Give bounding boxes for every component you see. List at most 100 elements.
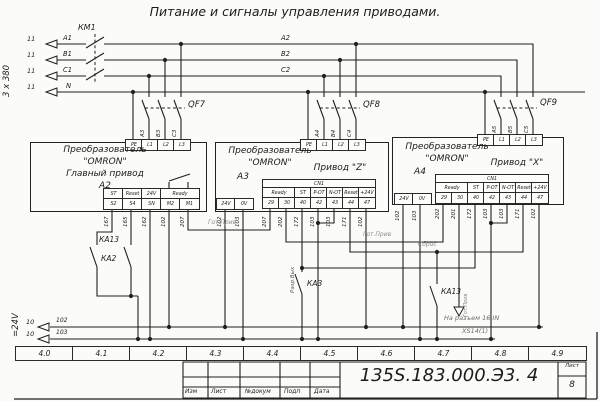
a2-top-terminals-cell: L3 bbox=[173, 139, 191, 151]
wire-172a: 172 bbox=[294, 216, 300, 228]
wire-b3: В3 bbox=[156, 129, 162, 137]
wire-n: N bbox=[66, 82, 72, 90]
bus-ref-102: 10 bbox=[26, 318, 35, 326]
bus-wire-102: 102 bbox=[56, 317, 68, 324]
zone-4.2: 4.2 bbox=[129, 346, 188, 361]
zone-4.7: 4.7 bbox=[414, 346, 473, 361]
sheet-ref-b: 11 bbox=[27, 51, 36, 59]
wire-102e: 102 bbox=[531, 208, 537, 220]
wire-a2: А2 bbox=[281, 34, 290, 42]
wire-102a: 102 bbox=[161, 216, 167, 228]
a4-line2: "OMRON" bbox=[425, 154, 469, 164]
drawing-title: Питание и сигналы управления приводами. bbox=[149, 4, 441, 19]
zone-4.4: 4.4 bbox=[243, 346, 302, 361]
bus-voltage: =24V bbox=[11, 313, 21, 337]
a3-ref: А3 bbox=[237, 172, 249, 182]
converter-a2-box bbox=[30, 142, 207, 212]
a4-power-terminals-cell: 0V bbox=[412, 193, 432, 205]
a3-top-terminals-cell: L3 bbox=[348, 139, 366, 151]
wire-202a: 202 bbox=[278, 216, 284, 228]
wire-103c: 103 bbox=[310, 216, 316, 228]
bus-wire-103: 103 bbox=[56, 329, 68, 336]
tb-col-podp: Подп bbox=[284, 388, 301, 395]
tb-col-list: Лист bbox=[211, 388, 227, 395]
wire-b1: В1 bbox=[63, 50, 72, 58]
wire-c4: С4 bbox=[347, 129, 353, 137]
wire-167: 167 bbox=[104, 216, 110, 228]
wire-a4: А4 bbox=[315, 129, 321, 137]
sheet-ref-n: 11 bbox=[27, 83, 36, 91]
a2-line3: Главный привод bbox=[66, 169, 144, 179]
a3-line2: "OMRON" bbox=[248, 158, 292, 168]
zone-4.6: 4.6 bbox=[357, 346, 416, 361]
wire-a1: А1 bbox=[63, 34, 72, 42]
zone-4.9: 4.9 bbox=[528, 346, 587, 361]
wire-103e: 103 bbox=[412, 210, 418, 222]
a2-io-terminals-cell: S4 bbox=[122, 198, 143, 210]
a3-cn1-cell: 40 bbox=[294, 197, 312, 209]
wire-b4: В4 bbox=[331, 129, 337, 137]
tb-sheet-label: Лист bbox=[565, 363, 579, 369]
net-ready-2: Гот.Прив bbox=[363, 231, 392, 238]
a4-line1: Преобразователь bbox=[405, 142, 489, 152]
supply-system: 3 x 380 bbox=[2, 64, 12, 97]
wire-207a: 207 bbox=[180, 216, 186, 228]
wire-103g: 103 bbox=[499, 208, 505, 220]
wire-c5: С5 bbox=[524, 125, 530, 133]
a2-io-terminals-cell: M1 bbox=[179, 198, 200, 210]
bus-ref-103: 10 bbox=[26, 330, 35, 338]
a4-cn1-cell: 47 bbox=[531, 192, 549, 204]
wire-b2: В2 bbox=[281, 50, 290, 58]
wire-103f: 103 bbox=[483, 208, 489, 220]
a3-power-terminals-cell: 0V bbox=[234, 198, 254, 210]
wire-202b: 202 bbox=[435, 208, 441, 220]
wire-a5: А5 bbox=[492, 125, 498, 133]
zone-4.8: 4.8 bbox=[471, 346, 530, 361]
zone-4.1: 4.1 bbox=[72, 346, 131, 361]
breaker-qf9: QF9 bbox=[540, 98, 557, 108]
wire-201: 201 bbox=[451, 208, 457, 220]
connector-note: На разъем 16 IN bbox=[444, 314, 500, 322]
wire-b5: В5 bbox=[508, 125, 514, 133]
sheet-ref-c: 11 bbox=[27, 67, 36, 75]
zone-4.5: 4.5 bbox=[300, 346, 359, 361]
a2-io-terminals-cell: M2 bbox=[160, 198, 181, 210]
zone-4.0: 4.0 bbox=[15, 346, 74, 361]
a3-top-terminals-cell: L1 bbox=[316, 139, 334, 151]
breaker-qf8: QF8 bbox=[363, 100, 380, 110]
a3-power-terminals-cell: 24V bbox=[216, 198, 236, 210]
a3-line1: Преобразователь bbox=[228, 146, 312, 156]
wire-171b: 171 bbox=[515, 208, 521, 220]
relay-ka13-left: КА13 bbox=[99, 235, 119, 244]
a4-drive: Привод "X" bbox=[490, 158, 544, 168]
wire-162: 162 bbox=[142, 216, 148, 228]
wire-c3: С3 bbox=[172, 129, 178, 137]
tb-col-data: Дата bbox=[314, 388, 330, 395]
contactor-km1: КМ1 bbox=[78, 23, 96, 32]
a2-ref: А2 bbox=[99, 181, 111, 191]
relay-ka3: КА3 bbox=[307, 279, 323, 288]
tb-doc-number: 135S.183.000.Э3. 4 bbox=[359, 365, 539, 386]
a4-ref: А4 bbox=[414, 167, 426, 177]
wire-c2: С2 bbox=[281, 66, 291, 74]
wire-165: 165 bbox=[123, 216, 129, 228]
a2-line2: "OMRON" bbox=[83, 157, 127, 167]
a4-cn1-cell: 44 bbox=[515, 192, 533, 204]
a3-drive: Привод "Z" bbox=[313, 163, 367, 173]
wire-c1: С1 bbox=[63, 66, 73, 74]
tb-col-izm: Изм bbox=[185, 388, 198, 395]
a4-power-terminals-cell: 24V bbox=[394, 193, 414, 205]
net-reset: Сброс bbox=[418, 241, 437, 248]
tb-col-dokum: №докум bbox=[245, 388, 271, 395]
zone-4.3: 4.3 bbox=[186, 346, 245, 361]
wire-171a: 171 bbox=[342, 216, 348, 228]
relay-ka2: КА2 bbox=[101, 254, 117, 263]
wire-207b: 207 bbox=[262, 216, 268, 228]
net-ready-1: Гот.Прив bbox=[208, 219, 237, 226]
sheet-ref-a: 11 bbox=[27, 35, 36, 43]
wire-102c: 102 bbox=[358, 216, 364, 228]
a3-cn1-cell: 47 bbox=[358, 197, 376, 209]
net-out-enable: Разр.Вых bbox=[290, 266, 296, 293]
